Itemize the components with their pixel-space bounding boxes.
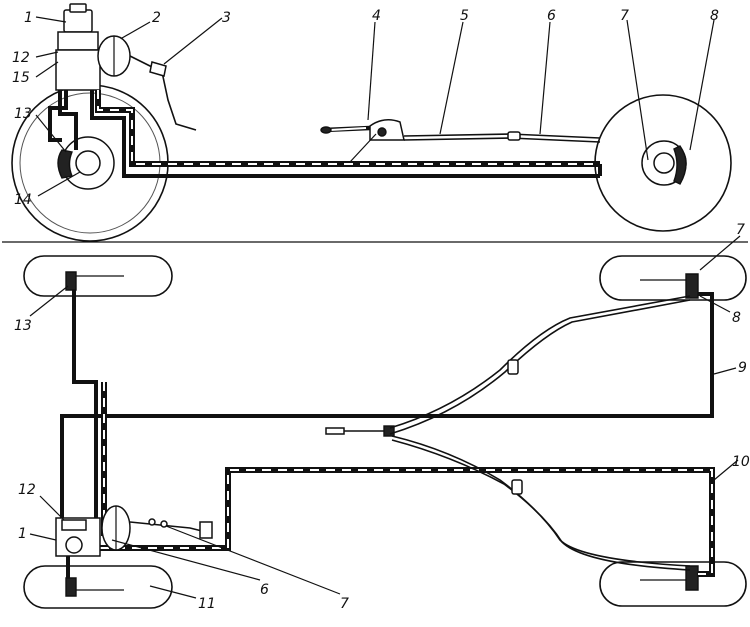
front-brake-line-side bbox=[58, 90, 78, 150]
master-cylinder-top bbox=[57, 31, 99, 51]
label-top-3: 3 bbox=[222, 10, 231, 26]
brake-pedal-side bbox=[129, 55, 197, 131]
label-plan-12: 12 bbox=[18, 482, 36, 498]
label-top-8: 8 bbox=[710, 8, 719, 24]
label-plan-11: 11 bbox=[198, 596, 216, 612]
handbrake-cable-rear-right bbox=[391, 435, 691, 567]
rear-caliper-side bbox=[673, 145, 687, 185]
label-top-7: 7 bbox=[620, 8, 629, 24]
label-top-15: 15 bbox=[12, 70, 30, 86]
label-plan-7b: 7 bbox=[340, 596, 349, 612]
label-plan-9: 9 bbox=[738, 360, 747, 376]
brake-fluid-reservoir bbox=[63, 9, 93, 33]
front-caliper-side bbox=[57, 149, 73, 179]
label-top-2: 2 bbox=[152, 10, 161, 26]
main-brake-line-side bbox=[90, 90, 600, 178]
handbrake-lever-side bbox=[320, 119, 405, 163]
side-view: 1 2 3 4 5 6 7 8 12 15 13 14 bbox=[11, 3, 732, 242]
label-top-12: 12 bbox=[12, 50, 30, 66]
handbrake-handle-plan bbox=[325, 427, 345, 435]
label-top-13: 13 bbox=[14, 106, 32, 122]
label-top-1: 1 bbox=[24, 10, 33, 26]
handbrake-cable-rear-left bbox=[389, 295, 691, 429]
label-plan-1: 1 bbox=[18, 526, 27, 542]
label-top-4: 4 bbox=[372, 8, 381, 24]
rear-left-wheel bbox=[599, 255, 747, 301]
label-plan-6: 6 bbox=[260, 582, 269, 598]
label-plan-8: 8 bbox=[732, 310, 741, 326]
front-right-wheel bbox=[23, 565, 173, 609]
plan-view: 13 7 8 9 10 12 1 11 6 7 bbox=[14, 222, 750, 612]
label-top-6: 6 bbox=[547, 8, 556, 24]
label-top-5: 5 bbox=[460, 8, 469, 24]
master-cylinder-body bbox=[55, 49, 101, 91]
label-top-14: 14 bbox=[14, 192, 32, 208]
rear-wheel-side bbox=[594, 94, 732, 232]
brake-line-circuit-2 bbox=[100, 467, 715, 577]
label-plan-7: 7 bbox=[736, 222, 745, 238]
brake-line-circuit-1 bbox=[72, 290, 98, 530]
label-plan-10: 10 bbox=[732, 454, 750, 470]
reservoir-cap bbox=[69, 3, 87, 13]
label-plan-13: 13 bbox=[14, 318, 32, 334]
